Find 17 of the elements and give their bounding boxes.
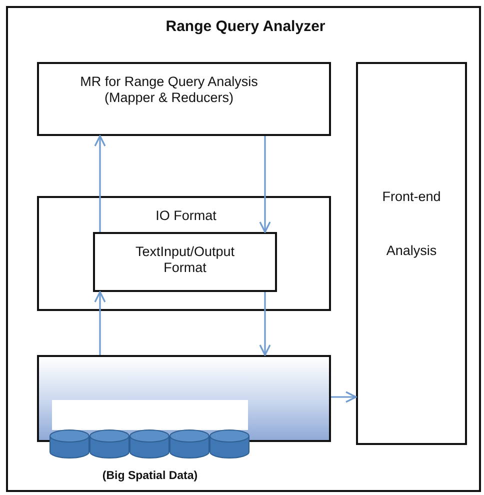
system-frame [6,6,481,492]
node-label: Analysis [385,243,438,260]
arrow [331,391,357,403]
node-label: IO Format [154,208,218,224]
arrow [94,291,106,355]
arrow [94,135,106,232]
diagram-heading: Range Query Analyzer [164,18,326,36]
node-label: MR for Range Query Analysis (Mapper & Reducers) [79,74,259,106]
node-label: TextInput/Output Format [134,244,236,276]
process-box [37,62,331,136]
module-box [37,196,331,311]
arrow [259,136,271,233]
frontend-panel [356,62,467,445]
arrow [259,292,271,356]
data-caption: (Big Spatial Data) [101,470,199,484]
format-box [93,232,277,292]
node-label: Front-end [381,189,442,206]
